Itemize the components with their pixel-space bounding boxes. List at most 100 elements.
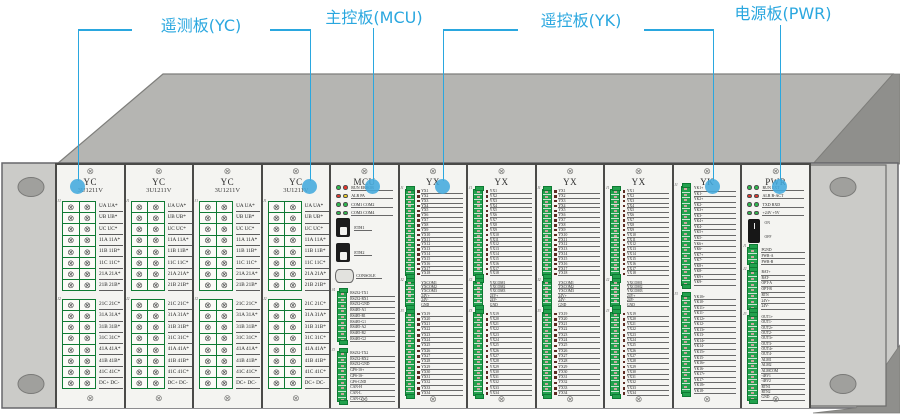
screw-terminal: ⊗ [200, 355, 216, 367]
terminal-strip [404, 308, 416, 400]
board-title: YX [494, 177, 509, 187]
ethernet-port [336, 243, 351, 262]
terminal-label: YX22 [421, 327, 464, 333]
terminal-point [474, 286, 483, 291]
terminal-point [474, 272, 482, 277]
terminal-label: 11B 11B* [304, 246, 329, 258]
terminal-label: YX5 [489, 208, 532, 214]
terminal-label: YK5- [693, 236, 736, 242]
terminal-label: YK8+ [693, 264, 736, 270]
terminal-point [474, 200, 483, 205]
input-indicator-led [554, 272, 557, 276]
chassis-top-face [55, 73, 895, 165]
screw-icon: ⊗ [497, 395, 506, 405]
screw-terminal: ⊗ [268, 333, 285, 344]
screw-terminal: ⊗ [216, 333, 233, 344]
terminal-point [542, 258, 551, 263]
terminal-point [681, 307, 690, 313]
screw-icon: ⊗ [223, 167, 232, 177]
connector-name: J3 [537, 308, 541, 313]
terminal-point [405, 295, 414, 300]
terminal-label: YX31 [489, 375, 532, 381]
screw-terminal: ⊗ [63, 269, 79, 280]
terminal-label: YX28 [489, 359, 532, 365]
terminal-label: YX34 [421, 391, 464, 397]
terminal-label: YK13- [693, 333, 736, 339]
terminal-label: 11A 11A* [167, 235, 192, 247]
screw-terminal: ⊗ [268, 257, 285, 269]
terminal-label: YX28 [558, 359, 601, 365]
terminal-point [405, 229, 414, 234]
terminal-point [611, 282, 620, 286]
terminal-point [611, 209, 620, 215]
terminal-label: YXCOM2 [626, 285, 669, 290]
terminal-label: YX12 [489, 242, 532, 248]
terminal-point [405, 268, 414, 273]
terminal-label: PWR-A [761, 253, 806, 259]
terminal-label: YX8 [626, 223, 669, 228]
terminal-point [611, 376, 620, 382]
terminal-label: 31B 31B* [304, 322, 329, 333]
terminal-point [405, 224, 414, 229]
connector-name: J1 [194, 199, 198, 203]
screw-terminal: ⊗ [200, 224, 216, 235]
screw-terminal: ⊗ [200, 300, 216, 311]
terminal-point [748, 343, 758, 349]
terminal-point [542, 209, 551, 215]
terminal-label: UB UB* [99, 212, 123, 224]
screw-terminal: ⊗ [79, 367, 95, 378]
connector-name: J2 [126, 297, 130, 301]
terminal-label: YX29 [421, 365, 464, 370]
terminal-label: YX11 [421, 238, 464, 243]
terminal-label: YX5 [558, 208, 601, 214]
terminal-point [542, 371, 551, 377]
screw-terminal: ⊗ [285, 280, 301, 291]
input-indicator-led [622, 209, 626, 213]
screw-terminal: ⊗ [148, 224, 164, 235]
input-indicator-led [554, 323, 557, 326]
screw-terminal: ⊗ [285, 224, 301, 235]
terminal-label: YK16+ [693, 361, 736, 367]
input-indicator-led [417, 214, 420, 217]
terminal-point [542, 318, 551, 324]
terminal-label: YX7 [421, 218, 464, 223]
screw-terminal: ⊗ [79, 344, 95, 355]
input-indicator-led [554, 214, 557, 217]
connector-name: J2 [605, 277, 610, 282]
screw-terminal: ⊗ [63, 224, 79, 235]
terminal-point [405, 190, 414, 195]
input-indicator-led [485, 339, 489, 342]
terminal-label: 41B 41B* [304, 356, 329, 367]
screw-terminal: ⊗ [200, 202, 216, 213]
terminal-point [405, 238, 414, 244]
terminal-point [748, 391, 758, 397]
terminal-point [748, 348, 758, 354]
terminal-label: YX13 [421, 247, 464, 253]
terminal-label: UC UC* [99, 224, 123, 235]
input-indicator-led [485, 228, 489, 232]
screw-terminal: ⊗ [200, 280, 216, 291]
screw-terminal: ⊗ [268, 367, 285, 378]
status-led [747, 210, 753, 216]
input-indicator-led [485, 328, 489, 332]
terminal-label: RS485-A2 [350, 325, 396, 331]
terminal-label: 31C 31C* [99, 333, 123, 345]
connector-name: J2 [468, 277, 473, 282]
input-indicator-led [554, 204, 557, 208]
screw-terminal: ⊗ [216, 378, 233, 389]
terminal-label: OUT3+ [761, 336, 806, 342]
screw-terminal: ⊗ [216, 235, 233, 246]
input-indicator-led [417, 253, 420, 256]
terminal-label: YX28 [626, 359, 669, 365]
terminal-point [405, 350, 414, 355]
input-indicator-led [485, 224, 489, 227]
terminal-label: 21C 21C* [236, 299, 261, 311]
input-indicator-led [417, 376, 420, 379]
terminal-label: 21B 21B* [236, 280, 261, 292]
terminal-label: YX6 [489, 213, 532, 219]
terminal-label: YX25 [626, 343, 669, 349]
terminal-point [542, 263, 551, 268]
terminal-point [474, 248, 483, 253]
screw-terminal: ⊗ [200, 269, 216, 280]
terminal-label: GND [626, 303, 669, 307]
